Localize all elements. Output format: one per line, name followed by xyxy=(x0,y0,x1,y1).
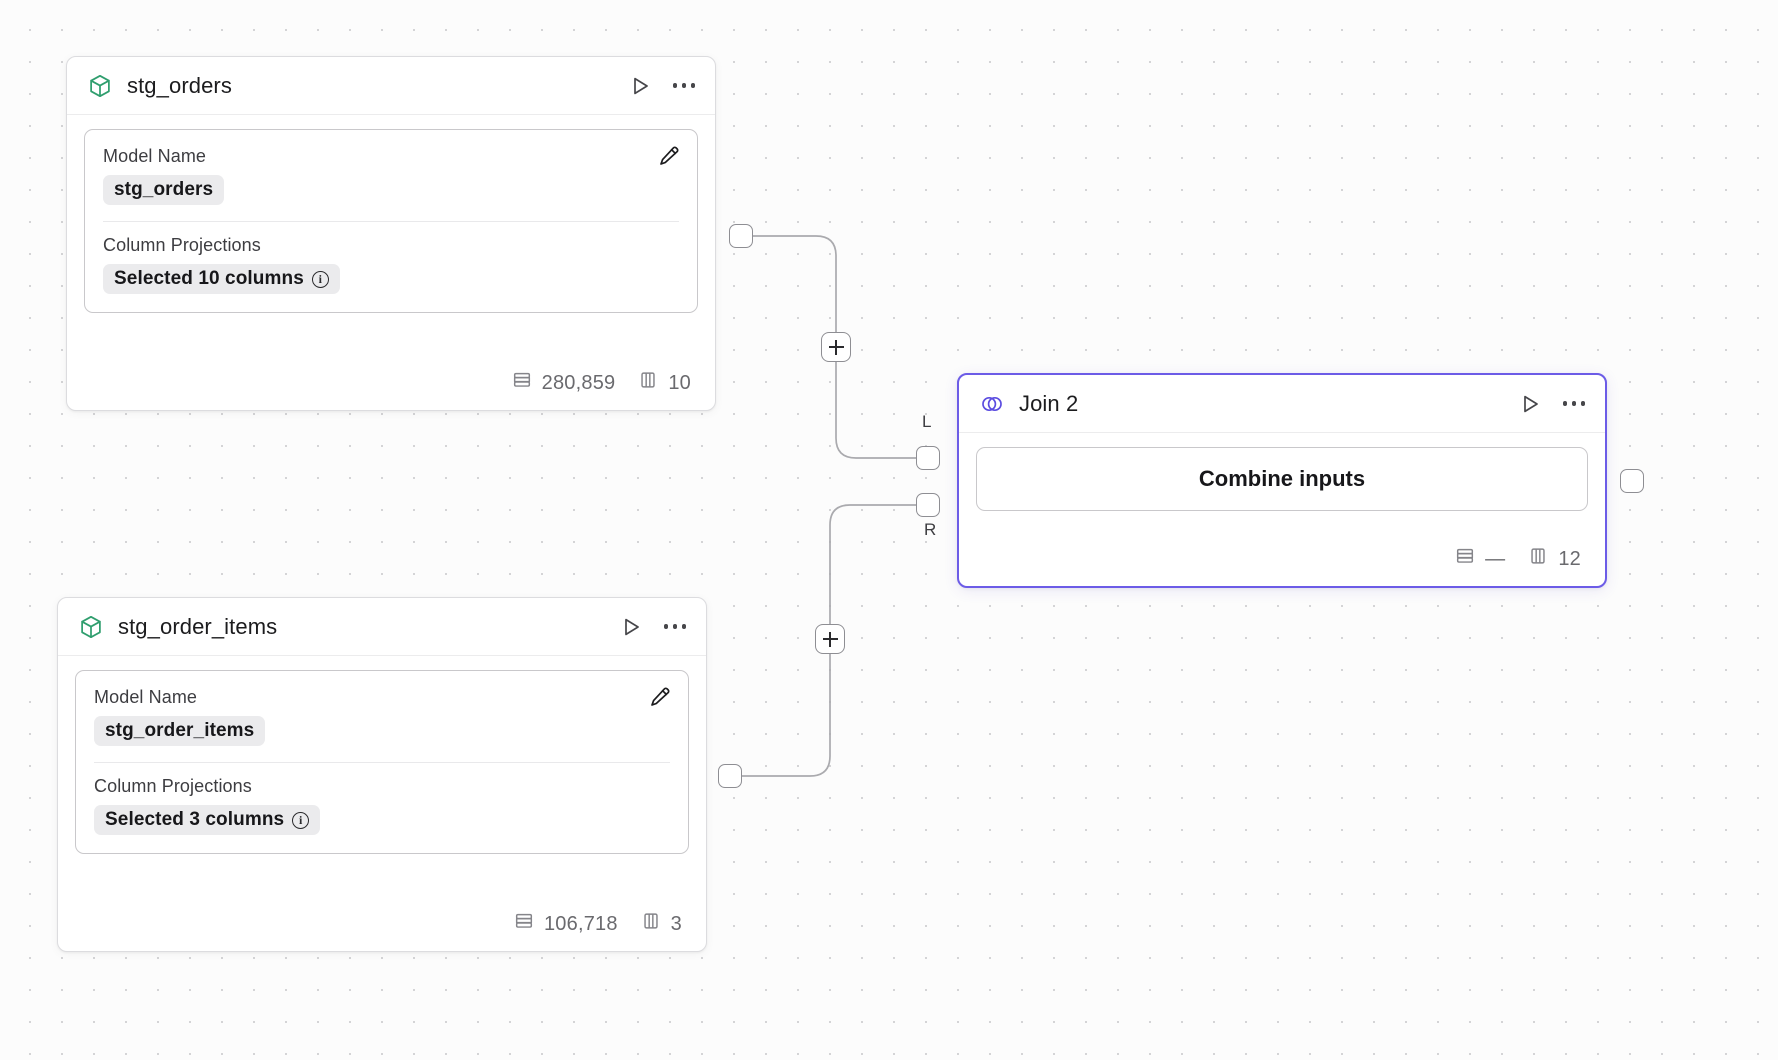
cube-icon xyxy=(78,614,104,640)
ellipsis-icon[interactable] xyxy=(1561,391,1587,417)
field-label-column-projections: Column Projections xyxy=(103,235,261,255)
input-port-right-join-2[interactable] xyxy=(916,493,940,517)
venn-join-icon xyxy=(979,391,1005,417)
node-body: Model Name stg_order_items Column Projec… xyxy=(58,656,706,898)
node-stg-orders[interactable]: stg_orders Model Name xyxy=(66,56,716,411)
column-count-stat: 3 xyxy=(640,910,682,938)
column-count-value: 10 xyxy=(668,371,691,394)
play-icon[interactable] xyxy=(627,73,653,99)
combine-inputs-label: Combine inputs xyxy=(1198,466,1366,491)
column-projections-value: Selected 10 columns xyxy=(114,268,304,289)
columns-icon xyxy=(1527,545,1549,573)
row-count-stat: 106,718 xyxy=(513,910,618,938)
row-count-value: 106,718 xyxy=(543,912,618,935)
node-header[interactable]: stg_orders xyxy=(67,57,715,115)
rows-icon xyxy=(513,910,535,938)
combine-inputs-button[interactable]: Combine inputs xyxy=(976,447,1588,511)
row-count-stat: 280,859 xyxy=(511,369,616,397)
info-icon[interactable]: i xyxy=(292,811,310,829)
ellipsis-icon[interactable] xyxy=(662,614,688,640)
input-port-left-join-2[interactable] xyxy=(916,446,940,470)
column-count-stat: 10 xyxy=(637,369,691,397)
field-divider xyxy=(103,221,679,222)
node-title: stg_orders xyxy=(127,72,232,98)
column-projections-chip[interactable]: Selected 10 columns i xyxy=(103,264,340,294)
model-name-chip[interactable]: stg_orders xyxy=(103,175,225,205)
pencil-icon[interactable] xyxy=(646,683,674,711)
field-divider xyxy=(94,762,670,763)
node-header[interactable]: Join 2 xyxy=(959,375,1605,433)
add-node-on-edge-button-1[interactable] xyxy=(821,332,851,362)
model-config-card: Model Name stg_order_items Column Projec… xyxy=(75,670,689,854)
input-port-label-left: L xyxy=(922,412,932,431)
rows-icon xyxy=(1454,545,1476,573)
column-count-value: 3 xyxy=(670,912,682,935)
node-body: Model Name stg_orders Column Projections… xyxy=(67,115,715,357)
input-port-label-right: R xyxy=(924,520,937,539)
ellipsis-icon[interactable] xyxy=(671,73,697,99)
columns-icon xyxy=(637,369,659,397)
row-count-value: — xyxy=(1485,547,1506,570)
node-title: stg_order_items xyxy=(118,613,278,639)
node-footer-stats: — 12 xyxy=(959,533,1605,586)
field-label-model-name: Model Name xyxy=(94,687,198,707)
node-footer-stats: 106,718 3 xyxy=(58,898,706,951)
column-projections-value: Selected 3 columns xyxy=(105,809,285,830)
output-port-join-2[interactable] xyxy=(1620,469,1644,493)
column-projections-chip[interactable]: Selected 3 columns i xyxy=(94,805,321,835)
row-count-stat: — xyxy=(1454,545,1505,573)
node-body: Combine inputs xyxy=(959,433,1605,533)
output-port-stg-orders[interactable] xyxy=(729,224,753,248)
node-header[interactable]: stg_order_items xyxy=(58,598,706,656)
column-count-stat: 12 xyxy=(1527,545,1581,573)
add-node-on-edge-button-2[interactable] xyxy=(815,624,845,654)
model-name-chip[interactable]: stg_order_items xyxy=(94,716,266,746)
cube-icon xyxy=(87,73,113,99)
columns-icon xyxy=(640,910,662,938)
node-stg-order-items[interactable]: stg_order_items Model Name xyxy=(57,597,707,952)
rows-icon xyxy=(511,369,533,397)
play-icon[interactable] xyxy=(618,614,644,640)
row-count-value: 280,859 xyxy=(541,371,616,394)
column-count-value: 12 xyxy=(1558,547,1581,570)
field-label-column-projections: Column Projections xyxy=(94,776,252,796)
pencil-icon[interactable] xyxy=(655,142,683,170)
node-footer-stats: 280,859 10 xyxy=(67,357,715,410)
node-join-2[interactable]: Join 2 Combine inputs xyxy=(957,373,1607,588)
node-title: Join 2 xyxy=(1019,390,1079,416)
play-icon[interactable] xyxy=(1517,391,1543,417)
output-port-stg-order-items[interactable] xyxy=(718,764,742,788)
field-label-model-name: Model Name xyxy=(103,146,207,166)
model-name-value: stg_order_items xyxy=(105,720,255,741)
info-icon[interactable]: i xyxy=(311,270,329,288)
model-name-value: stg_orders xyxy=(114,179,214,200)
model-config-card: Model Name stg_orders Column Projections… xyxy=(84,129,698,313)
